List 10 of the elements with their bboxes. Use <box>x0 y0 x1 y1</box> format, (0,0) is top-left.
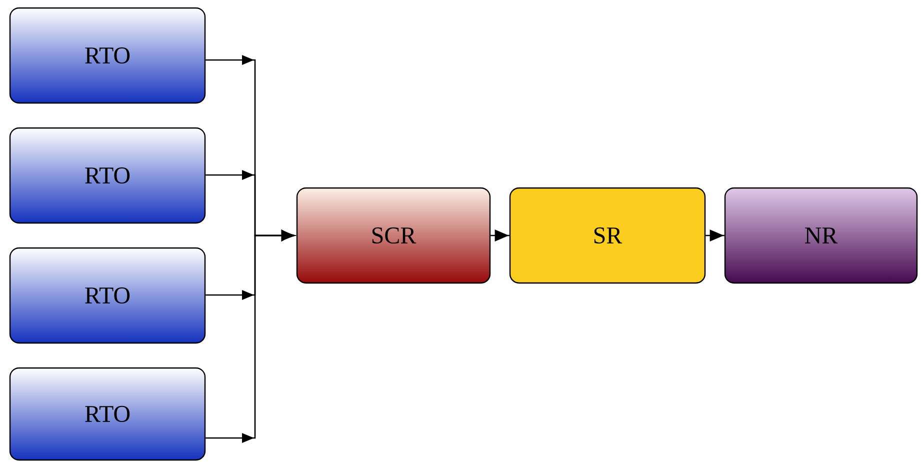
process-box: SR <box>509 187 706 284</box>
process-box: RTO <box>9 247 206 344</box>
arrow <box>206 230 295 443</box>
process-box: NR <box>724 187 918 284</box>
process-box: RTO <box>9 367 206 461</box>
arrow <box>706 230 724 242</box>
process-box: SCR <box>296 187 491 284</box>
arrow <box>490 230 510 242</box>
process-box: RTO <box>9 127 206 224</box>
process-box: RTO <box>9 7 206 104</box>
